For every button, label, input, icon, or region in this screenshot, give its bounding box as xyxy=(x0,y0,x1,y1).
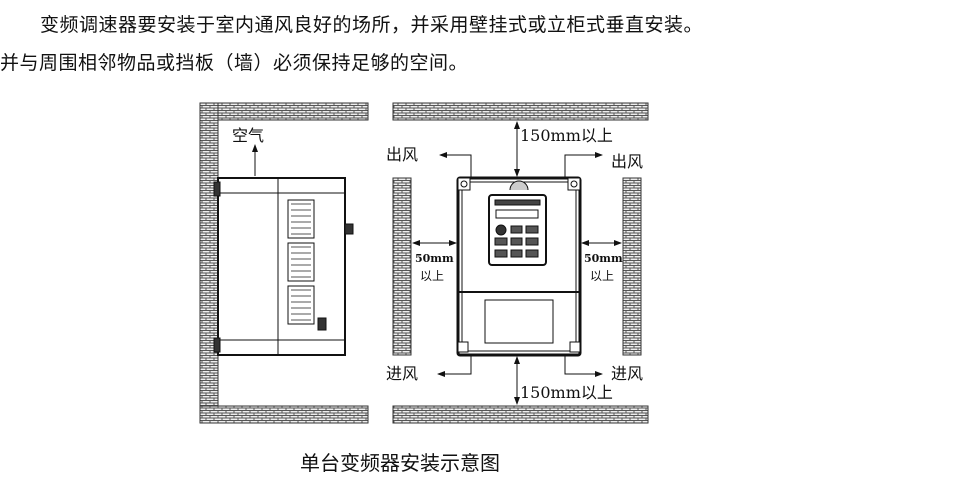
side-vent-grille xyxy=(291,203,311,321)
diagram-caption: 单台变频器安装示意图 xyxy=(300,451,500,475)
inlet-right-label: 进风 xyxy=(611,364,643,383)
inverter-side-view xyxy=(213,177,354,356)
left-clearance-suffix: 以上 xyxy=(420,269,444,283)
intro-line-2: 并与周围相邻物品或挡板（墙）必须保持足够的空间。 xyxy=(0,52,469,74)
airflow-arrows xyxy=(412,121,622,405)
intro-line-1: 变频调速器要安装于室内通风良好的场所，并采用壁挂式或立柜式垂直安装。 xyxy=(40,14,704,36)
right-clearance-label: 50mm xyxy=(584,252,623,265)
side-view-air-label: 空气 xyxy=(232,126,264,145)
right-clearance-suffix: 以上 xyxy=(590,269,614,283)
left-clearance-label: 50mm xyxy=(415,252,454,265)
inverter-front-view xyxy=(456,176,582,357)
bottom-clearance-label: 150mm以上 xyxy=(520,383,613,402)
top-clearance-label: 150mm以上 xyxy=(520,126,613,145)
front-view-walls xyxy=(392,102,649,424)
inlet-left-label: 进风 xyxy=(386,364,418,383)
outlet-left-label: 出风 xyxy=(386,145,418,164)
keypad xyxy=(488,194,547,266)
outlet-right-label: 出风 xyxy=(611,152,643,171)
